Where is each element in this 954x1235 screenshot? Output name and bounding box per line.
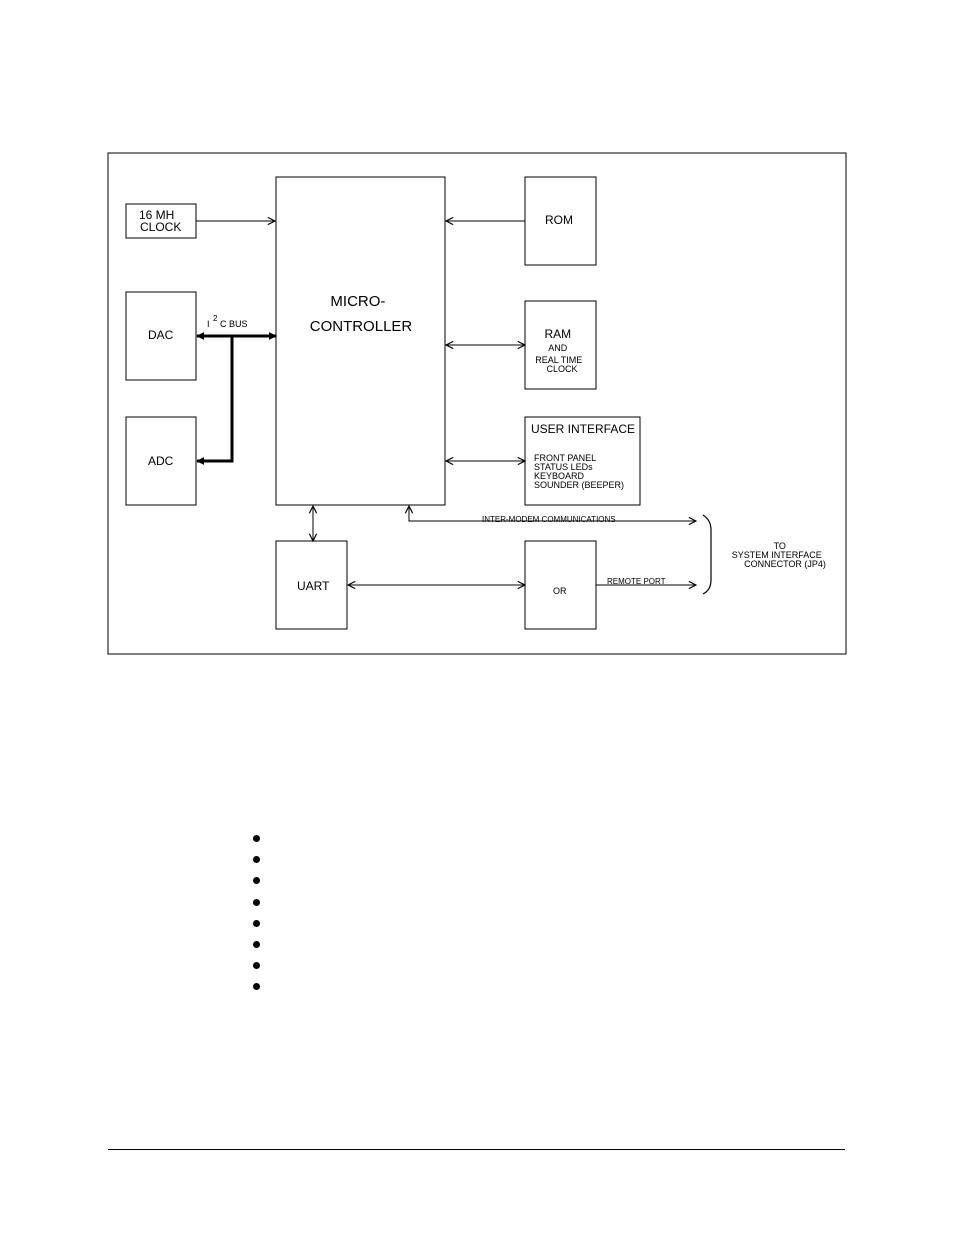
inter-modem-arrow	[409, 506, 696, 521]
rom-label: ROM	[545, 213, 573, 227]
i2c-adc-line	[196, 336, 234, 465]
footer-rule	[108, 1149, 845, 1150]
adc-block	[125, 416, 197, 506]
ram-label: RAM AND REAL TIME CLOCK	[535, 325, 586, 374]
adc-label: ADC	[148, 454, 174, 468]
microcontroller-label: MICRO- CONTROLLER	[310, 293, 413, 335]
i2c-bus-label: I 2 C BUS	[207, 313, 248, 329]
user-interface-items: FRONT PANEL STATUS LEDs KEYBOARD SOUNDER…	[534, 453, 624, 490]
remote-port-label: REMOTE PORT	[607, 577, 666, 586]
clock-label: 16 MH CLOCK	[139, 208, 181, 234]
dac-block	[125, 291, 197, 381]
connector-brace	[702, 514, 712, 595]
or-block	[524, 540, 597, 630]
connector-label: TO SYSTEM INTERFACE CONNECTOR (JP4)	[732, 541, 826, 569]
diagram-frame	[107, 152, 847, 655]
or-label: OR	[553, 586, 567, 596]
uart-label: UART	[297, 579, 330, 593]
microcontroller-block	[275, 176, 446, 506]
inter-modem-label: INTER-MODEM COMMUNICATIONS	[482, 515, 616, 524]
user-interface-title: USER INTERFACE	[531, 422, 635, 436]
dac-label: DAC	[148, 328, 174, 342]
